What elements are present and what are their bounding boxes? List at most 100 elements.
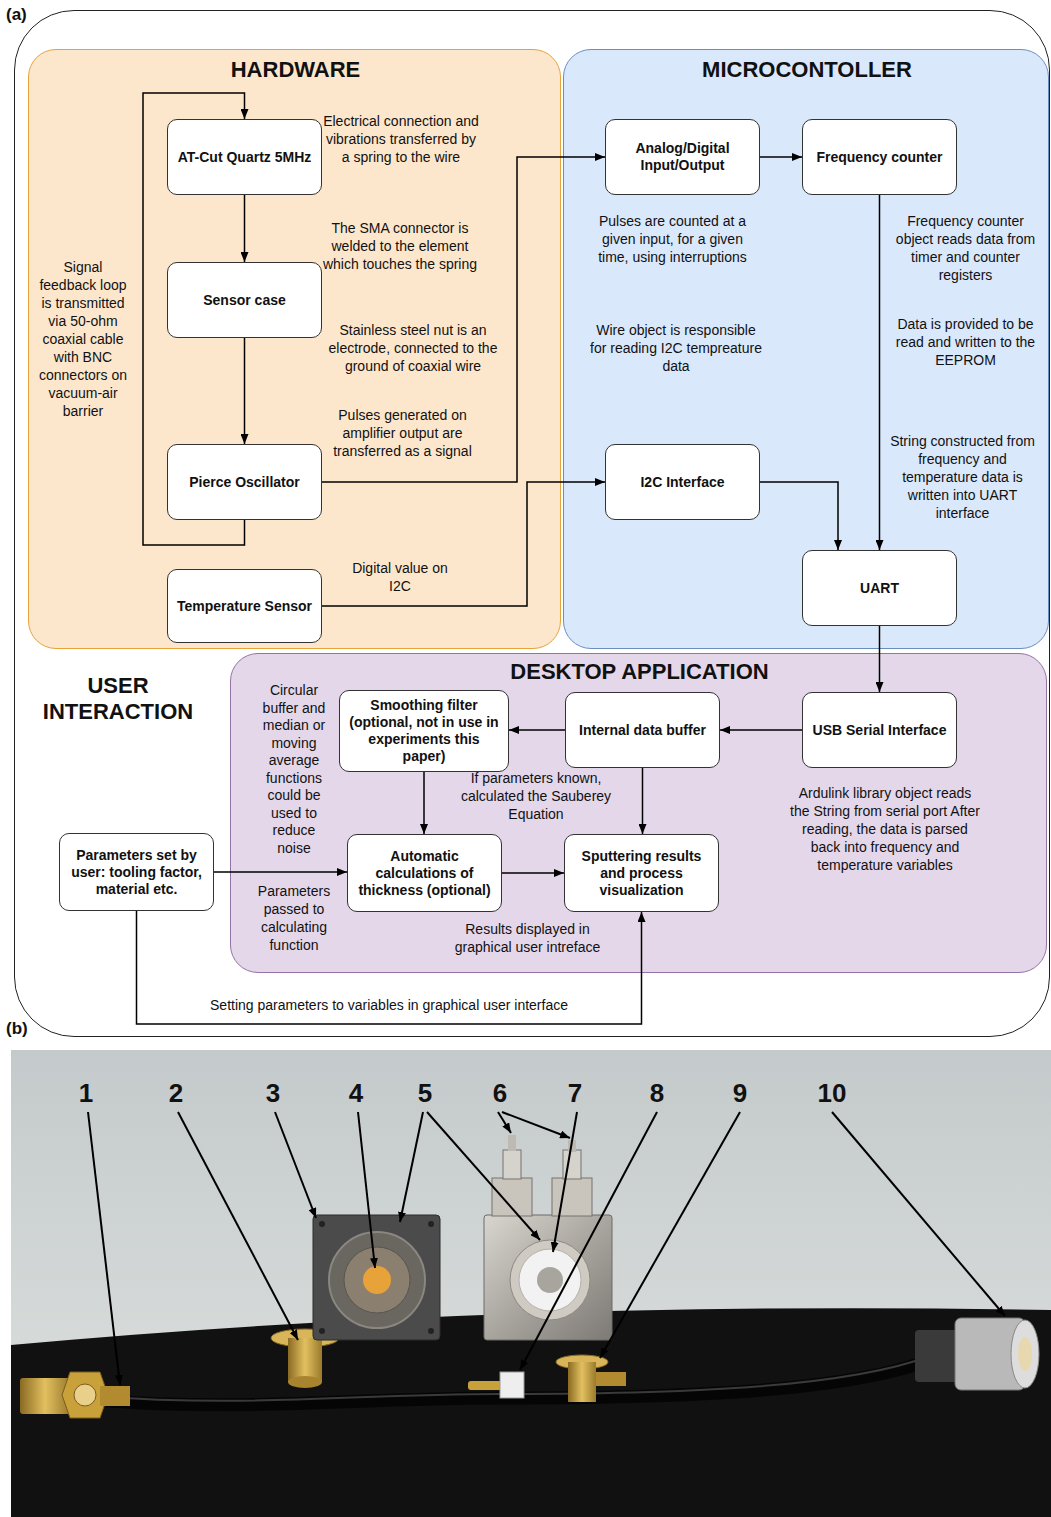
region-heading: HARDWARE xyxy=(29,57,562,83)
annotation-text: Frequency counter object reads data from… xyxy=(893,212,1038,284)
process-box: Temperature Sensor xyxy=(167,569,322,643)
outer-frame: USER INTERACTION HARDWARE AT-Cut Quartz 5M… xyxy=(14,10,1050,1037)
label-holder: Parameters passed to calculating functio… xyxy=(254,882,334,954)
label-holder: (b) xyxy=(6,1020,46,1038)
process-box: Parameters set by user: tooling factor, … xyxy=(59,833,214,911)
label-holder: 7 xyxy=(555,1078,595,1108)
node-label: Internal data buffer xyxy=(579,722,706,739)
leader-lines xyxy=(88,1112,1005,1385)
process-box: AT-Cut Quartz 5MHz xyxy=(167,119,322,195)
annotation-text: Stainless steel nut is an electrode, con… xyxy=(319,321,507,375)
label-holder: Results displayed in graphical user intr… xyxy=(435,920,620,956)
label-holder: Pulses are counted at a given input, for… xyxy=(590,212,755,266)
label-holder: 5 xyxy=(405,1078,445,1108)
callout-number: 7 xyxy=(555,1078,595,1108)
annotation-text: Wire object is responsible for reading I… xyxy=(590,321,762,375)
label-holder: 8 xyxy=(637,1078,677,1108)
label-holder: Pulses generated on amplifier output are… xyxy=(320,406,485,460)
process-box: Internal data buffer xyxy=(565,692,720,768)
process-box: Automatic calculations of thickness (opt… xyxy=(347,834,502,912)
connector-arrow xyxy=(423,772,425,834)
annotation-text: Circular buffer and median or moving ave… xyxy=(256,682,332,857)
node-label: Pierce Oscillator xyxy=(189,474,300,491)
brass-connector xyxy=(556,1355,626,1402)
connector-arrow xyxy=(879,195,881,550)
sensor-case-cube xyxy=(313,1215,440,1340)
annotation-text: Results displayed in graphical user intr… xyxy=(435,920,620,956)
process-box: Smoothing filter (optional, not in use i… xyxy=(339,690,509,772)
label-holder: String constructed from frequency and te… xyxy=(890,432,1035,522)
process-box: Analog/Digital Input/Output xyxy=(605,119,760,195)
connector-arrow xyxy=(642,768,644,834)
node-label: I2C Interface xyxy=(640,474,724,491)
bnc-connector xyxy=(915,1318,1039,1390)
region-heading: USER INTERACTION xyxy=(23,673,213,725)
process-box: Pierce Oscillator xyxy=(167,444,322,520)
process-box: I2C Interface xyxy=(605,444,760,520)
connector-arrow xyxy=(720,729,802,731)
callout-number: 3 xyxy=(253,1078,293,1108)
connector-arrow xyxy=(760,156,802,158)
callout-number: 6 xyxy=(480,1078,520,1108)
node-label: Parameters set by user: tooling factor, … xyxy=(66,847,207,898)
label-holder: 10 xyxy=(810,1078,854,1108)
annotation-text: If parameters known, calculated the Saub… xyxy=(441,769,631,823)
node-label: Frequency counter xyxy=(816,149,942,166)
label-holder: If parameters known, calculated the Saub… xyxy=(441,769,631,823)
node-label: AT-Cut Quartz 5MHz xyxy=(178,149,312,166)
label-holder: (a) xyxy=(6,6,46,24)
connector-arrow xyxy=(760,482,838,550)
label-holder: Wire object is responsible for reading I… xyxy=(590,321,762,375)
node-label: USB Serial Interface xyxy=(813,722,947,739)
label-holder: The SMA connector is welded to the eleme… xyxy=(320,219,480,273)
region-band: MICROCONTOLLER Analog/Digital Input/Outpu… xyxy=(563,49,1049,649)
process-box: UART xyxy=(802,550,957,626)
connector-arrow xyxy=(137,911,642,1024)
photo-background xyxy=(11,1050,1051,1517)
callout-number: 9 xyxy=(720,1078,760,1108)
label-holder: 6 xyxy=(480,1078,520,1108)
connector-arrow xyxy=(244,195,246,262)
connector-arrow xyxy=(322,157,605,482)
connector-arrow xyxy=(879,626,881,692)
node-label: Temperature Sensor xyxy=(177,598,312,615)
node-label: Smoothing filter (optional, not in use i… xyxy=(346,697,502,765)
annotation-text: Parameters passed to calculating functio… xyxy=(254,882,334,954)
label-holder: 1 xyxy=(66,1078,106,1108)
callout-number: 8 xyxy=(637,1078,677,1108)
process-box: Sensor case xyxy=(167,262,322,338)
connector-arrow xyxy=(143,93,245,545)
connector-arrow xyxy=(214,871,347,873)
annotation-text: Electrical connection and vibrations tra… xyxy=(322,112,480,166)
annotation-text: Ardulink library object reads the String… xyxy=(790,784,980,874)
label-holder: 9 xyxy=(720,1078,760,1108)
node-label: UART xyxy=(860,580,899,597)
process-box: USB Serial Interface xyxy=(802,692,957,768)
connector-arrow xyxy=(509,729,565,731)
heading-holder: MICROCONTOLLER xyxy=(564,57,1050,83)
label-holder: Frequency counter object reads data from… xyxy=(893,212,1038,284)
region-band: DESKTOP APPLICATIONSmoothing filter (opt… xyxy=(230,653,1047,973)
label-holder: Stainless steel nut is an electrode, con… xyxy=(319,321,507,375)
connector-arrow xyxy=(322,482,605,606)
annotation-text: Pulses are counted at a given input, for… xyxy=(590,212,755,266)
connector-arrow xyxy=(244,338,246,444)
edge-label-holder: Setting parameters to variables in graph… xyxy=(159,996,619,1014)
annotation-text: Pulses generated on amplifier output are… xyxy=(320,406,485,460)
sma-connector xyxy=(20,1372,130,1418)
label-holder: Data is provided to be read and written … xyxy=(893,315,1038,369)
callout-number: 2 xyxy=(156,1078,196,1108)
process-box: Frequency counter xyxy=(802,119,957,195)
node-label: Sensor case xyxy=(203,292,286,309)
label-holder: 3 xyxy=(253,1078,293,1108)
contact-pin xyxy=(468,1372,524,1398)
node-label: Automatic calculations of thickness (opt… xyxy=(354,848,495,899)
heading-holder: HARDWARE xyxy=(29,57,562,83)
label-holder: 4 xyxy=(336,1078,376,1108)
node-label: Sputtering results and process visualiza… xyxy=(571,848,712,899)
annotation-text: Signal feedback loop is transmitted via … xyxy=(38,258,128,420)
heading-holder: USER INTERACTION xyxy=(23,673,213,725)
